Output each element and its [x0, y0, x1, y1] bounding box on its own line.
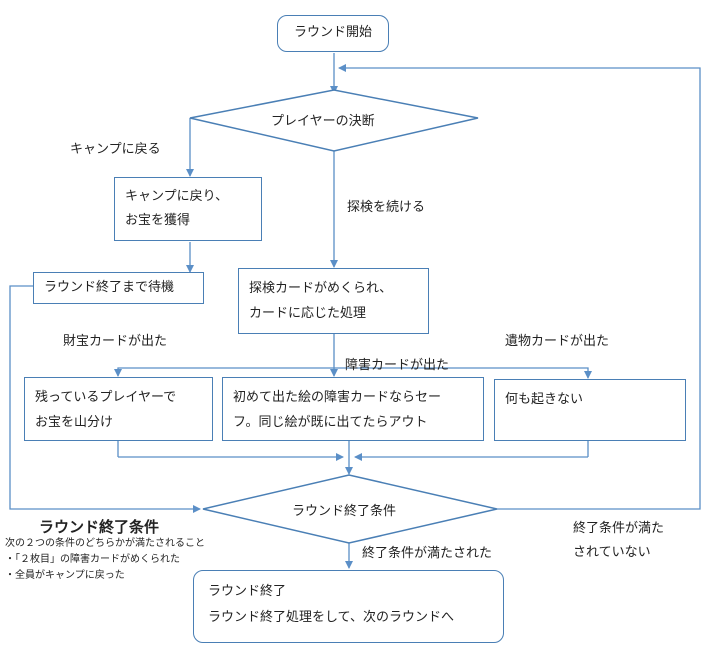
label-treasure: 財宝カードが出た — [63, 334, 168, 349]
label-not-met-2: されていない — [573, 545, 651, 560]
wait-node: ラウンド終了まで待機 — [33, 272, 204, 304]
label-relic: 遺物カードが出た — [505, 334, 610, 349]
label-hazard: 障害カードが出た — [345, 358, 450, 373]
treasure-line-2: お宝を山分け — [35, 415, 114, 430]
label-continue: 探検を続ける — [347, 200, 426, 215]
start-node: ラウンド開始 — [277, 15, 389, 52]
edge-loop-back — [338, 64, 701, 510]
note-line-1: 次の２つの条件のどちらかが満たされること — [5, 538, 205, 549]
note-title: ラウンド終了条件 — [39, 518, 160, 536]
start-label: ラウンド開始 — [293, 25, 372, 40]
end-condition-diamond — [202, 474, 498, 544]
end-line-1: ラウンド終了 — [208, 584, 287, 599]
explore-node: 探検カードがめくられ、 カードに応じた処理 — [238, 268, 429, 334]
hazard-line-2: フ。同じ絵が既に出てたらアウト — [233, 415, 428, 430]
end-condition-label: ラウンド終了条件 — [292, 504, 397, 519]
hazard-node: 初めて出た絵の障害カードならセー フ。同じ絵が既に出てたらアウト — [222, 377, 484, 441]
camp-node: キャンプに戻り、 お宝を獲得 — [114, 177, 262, 241]
note-line-2: ・「２枚目」の障害カードがめくられた — [5, 554, 180, 565]
label-met: 終了条件が満たされた — [362, 546, 493, 561]
label-not-met-1: 終了条件が満た — [573, 521, 665, 536]
treasure-node: 残っているプレイヤーで お宝を山分け — [24, 377, 213, 441]
edge-branch-treasure — [114, 367, 334, 377]
treasure-line-1: 残っているプレイヤーで — [35, 390, 177, 405]
end-line-2: ラウンド終了処理をして、次のラウンドへ — [208, 610, 454, 625]
edge-branch-relic — [334, 367, 592, 379]
camp-line-1: キャンプに戻り、 — [125, 189, 229, 204]
relic-label: 何も起きない — [505, 392, 584, 407]
explore-line-1: 探検カードがめくられ、 — [249, 281, 393, 296]
camp-line-2: お宝を獲得 — [125, 213, 191, 228]
decision-label: プレイヤーの決断 — [271, 114, 375, 129]
hazard-line-1: 初めて出た絵の障害カードならセー — [233, 390, 442, 405]
edge-wait-to-condition — [9, 285, 201, 513]
note-line-3: ・全員がキャンプに戻った — [5, 570, 125, 581]
end-node: ラウンド終了 ラウンド終了処理をして、次のラウンドへ — [193, 570, 504, 643]
label-to-camp: キャンプに戻る — [70, 142, 161, 157]
wait-label: ラウンド終了まで待機 — [44, 280, 175, 295]
relic-node: 何も起きない — [494, 379, 686, 441]
explore-line-2: カードに応じた処理 — [249, 306, 367, 321]
decision-diamond — [189, 89, 479, 152]
